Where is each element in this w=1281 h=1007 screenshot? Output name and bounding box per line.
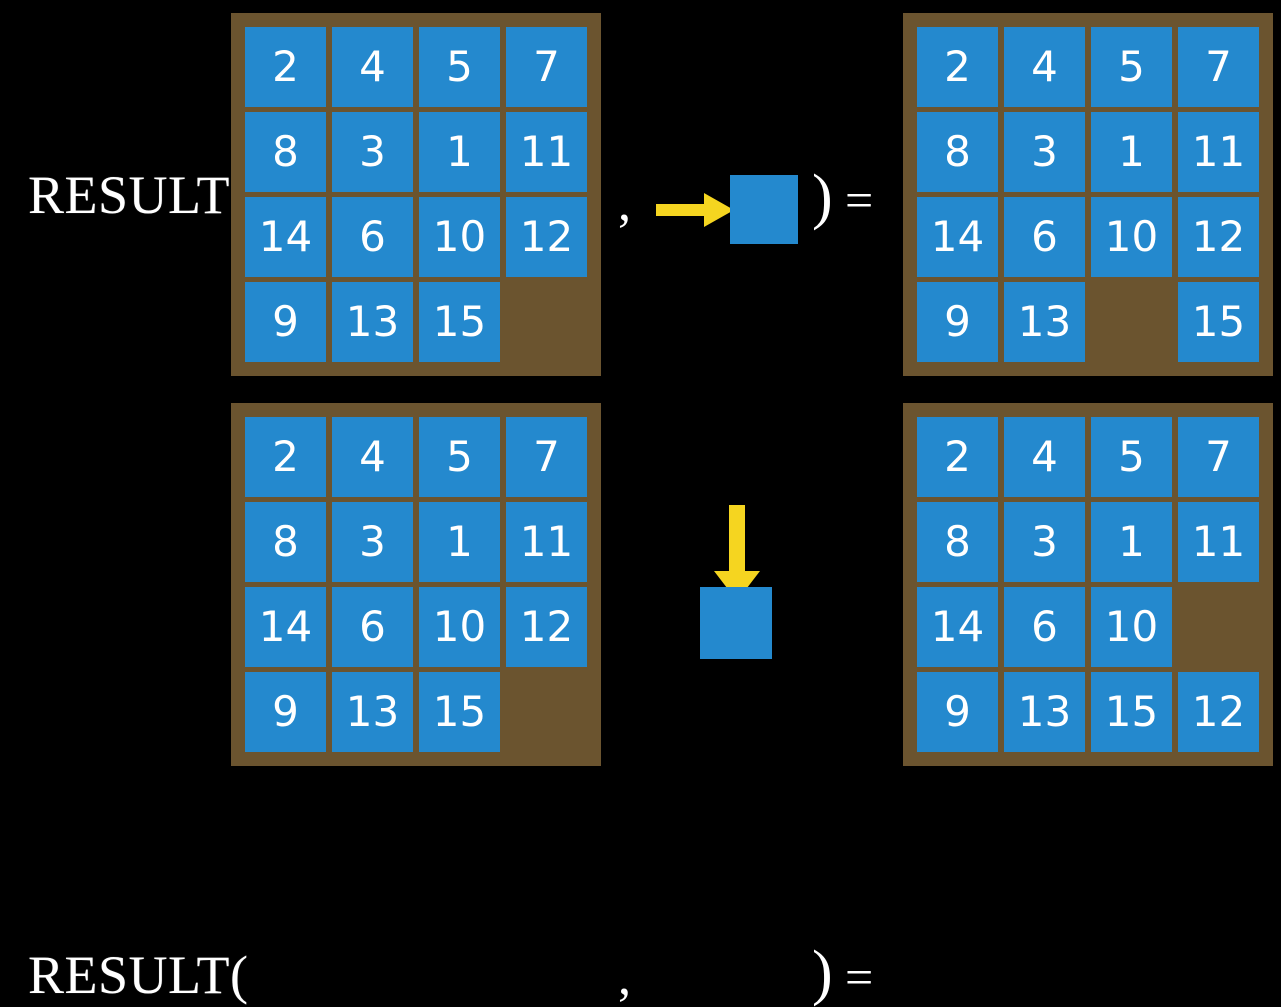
puzzle-tile[interactable]: 5 [1091,417,1172,497]
puzzle-tile[interactable]: 4 [332,417,413,497]
puzzle-tile[interactable]: 13 [1004,282,1085,362]
equals-sign: = [845,172,874,228]
result-function-label: RESULT( [28,165,249,225]
puzzle-tile[interactable]: 10 [419,587,500,667]
close-paren: ) [812,939,833,1007]
action-operator-row2 [640,390,820,780]
puzzle-tile[interactable]: 4 [1004,27,1085,107]
puzzle-tile[interactable]: 11 [506,112,587,192]
puzzle-tile[interactable]: 9 [917,672,998,752]
puzzle-tile[interactable]: 15 [1091,672,1172,752]
puzzle-tile[interactable]: 3 [332,112,413,192]
puzzle-tile[interactable]: 6 [332,587,413,667]
puzzle-tile[interactable]: 10 [419,197,500,277]
puzzle-tile[interactable]: 1 [419,502,500,582]
arrow-right-icon [656,193,734,227]
puzzle-blank-cell [1178,587,1259,667]
puzzle-tile[interactable]: 2 [245,27,326,107]
puzzle-tile[interactable]: 2 [917,27,998,107]
puzzle-tile[interactable]: 12 [506,587,587,667]
puzzle-tile[interactable]: 5 [419,417,500,497]
puzzle-tile[interactable]: 4 [332,27,413,107]
argument-separator-comma: , [618,175,631,232]
argument-separator-comma: , [618,949,631,1006]
puzzle-tile[interactable]: 3 [1004,112,1085,192]
puzzle-tile[interactable]: 4 [1004,417,1085,497]
puzzle-tile[interactable]: 15 [419,672,500,752]
puzzle-tile[interactable]: 13 [1004,672,1085,752]
puzzle-tile[interactable]: 2 [245,417,326,497]
puzzle-tile[interactable]: 14 [245,197,326,277]
puzzle-tile[interactable]: 9 [245,282,326,362]
puzzle-tile[interactable]: 12 [506,197,587,277]
puzzle-tile[interactable]: 7 [1178,417,1259,497]
puzzle-tile[interactable]: 13 [332,282,413,362]
puzzle-tile[interactable]: 8 [245,502,326,582]
puzzle-tile[interactable]: 11 [1178,112,1259,192]
puzzle-tile[interactable]: 11 [1178,502,1259,582]
puzzle-blank-cell [1091,282,1172,362]
puzzle-tile[interactable]: 10 [1091,197,1172,277]
puzzle-tile[interactable]: 12 [1178,672,1259,752]
puzzle-tile[interactable]: 1 [1091,112,1172,192]
puzzle-tile[interactable]: 3 [1004,502,1085,582]
puzzle-tile[interactable]: 15 [419,282,500,362]
puzzle-tile[interactable]: 5 [1091,27,1172,107]
puzzle-tile[interactable]: 5 [419,27,500,107]
puzzle-tile[interactable]: 9 [245,672,326,752]
puzzle-tile[interactable]: 6 [1004,197,1085,277]
puzzle-tile[interactable]: 1 [419,112,500,192]
puzzle-tile[interactable]: 7 [506,417,587,497]
blank-tile-square [730,175,798,244]
puzzle-tile[interactable]: 14 [245,587,326,667]
arrow-down-icon [714,505,760,601]
equals-sign: = [845,949,874,1005]
puzzle-tile[interactable]: 11 [506,502,587,582]
puzzle-tile[interactable]: 7 [506,27,587,107]
puzzle-blank-cell [506,672,587,752]
puzzle-tile[interactable]: 10 [1091,587,1172,667]
puzzle-tile[interactable]: 13 [332,672,413,752]
puzzle-tile[interactable]: 8 [245,112,326,192]
puzzle-tile[interactable]: 9 [917,282,998,362]
puzzle-tile[interactable]: 14 [917,587,998,667]
puzzle-tile[interactable]: 12 [1178,197,1259,277]
puzzle-tile[interactable]: 1 [1091,502,1172,582]
puzzle-tile[interactable]: 7 [1178,27,1259,107]
puzzle-tile[interactable]: 3 [332,502,413,582]
puzzle-blank-cell [506,282,587,362]
puzzle-tile[interactable]: 15 [1178,282,1259,362]
puzzle-tile[interactable]: 14 [917,197,998,277]
action-operator-row1 [640,0,820,390]
puzzle-tile[interactable]: 8 [917,502,998,582]
puzzle-tile[interactable]: 8 [917,112,998,192]
puzzle-tile[interactable]: 6 [332,197,413,277]
blank-tile-square [700,587,772,659]
puzzle-tile[interactable]: 2 [917,417,998,497]
puzzle-tile[interactable]: 6 [1004,587,1085,667]
result-function-label: RESULT( [28,945,249,1005]
close-paren: ) [812,163,833,231]
